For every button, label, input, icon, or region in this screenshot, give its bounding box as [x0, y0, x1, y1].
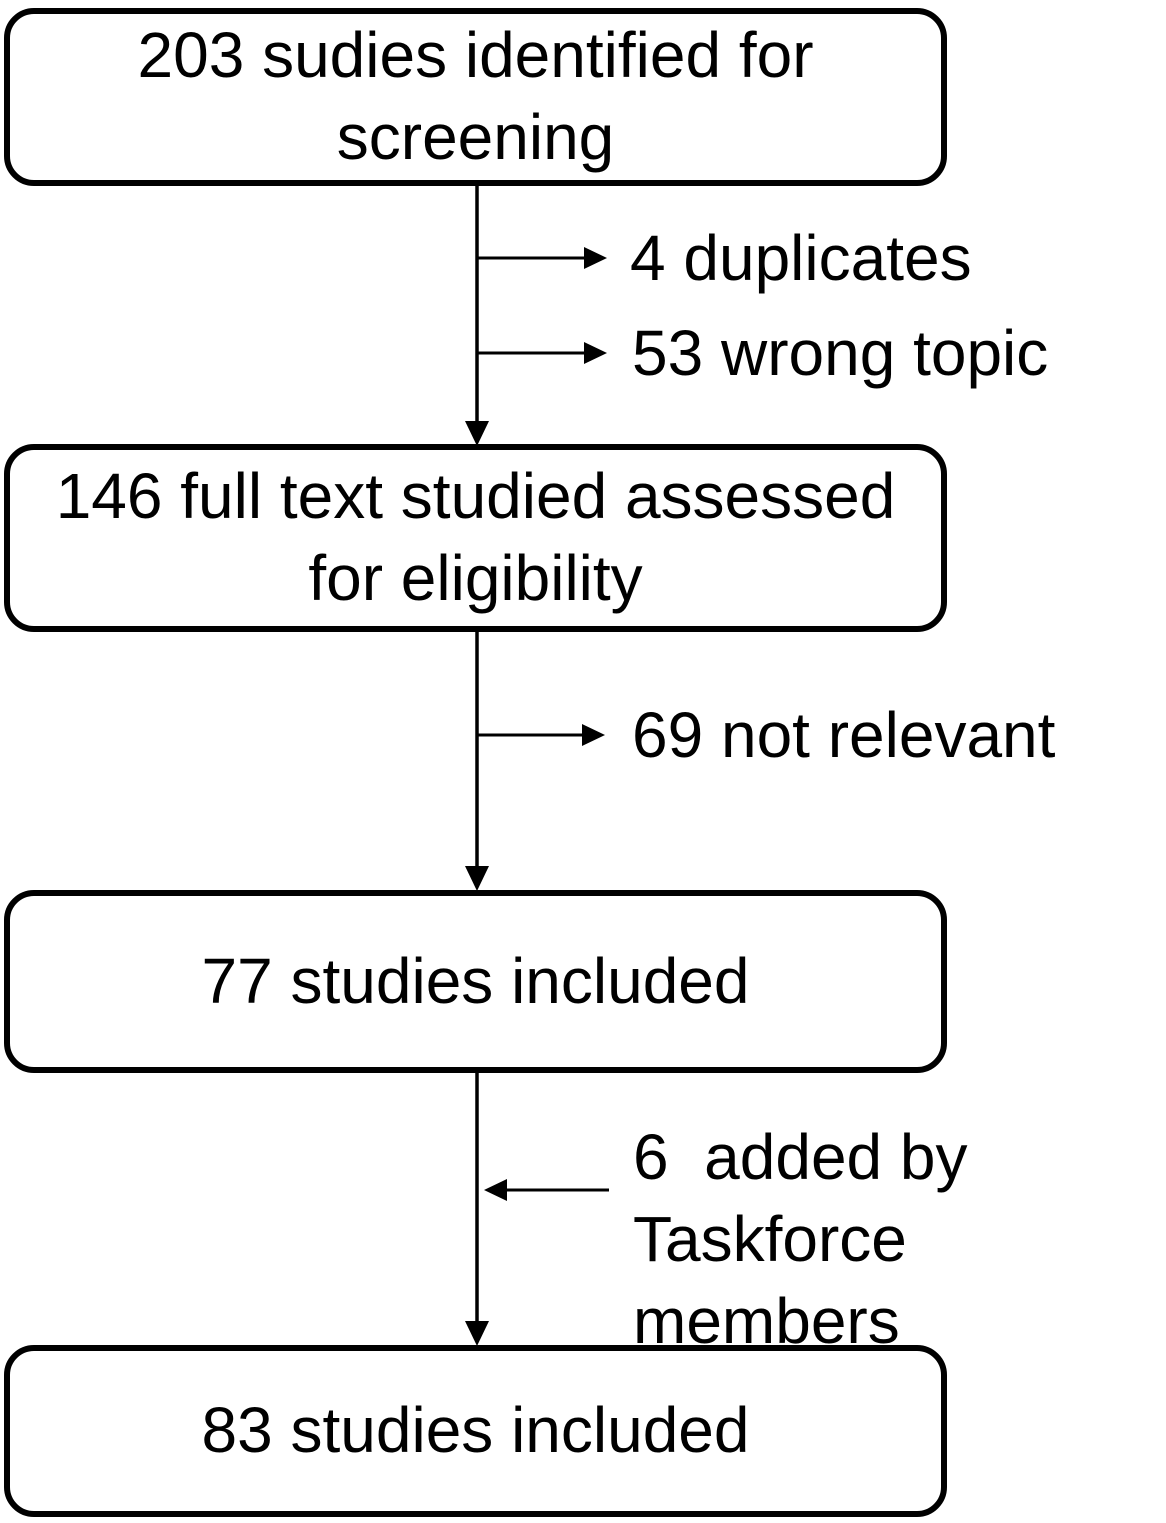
branch-arrow-wrong-topic: [477, 342, 607, 364]
flow-box-studies-included-83: 83 studies included: [4, 1345, 947, 1517]
arrow-included-to-final: [465, 1073, 489, 1346]
flow-box-studies-included-77: 77 studies included: [4, 890, 947, 1073]
branch-arrow-added-taskforce: [484, 1179, 609, 1201]
flow-box-fulltext-assessed: 146 full text studied assessed for eligi…: [4, 444, 947, 632]
side-label-added-taskforce: 6 added by Taskforce members: [633, 1121, 968, 1357]
arrow-screening-to-fulltext: [465, 186, 489, 446]
arrow-fulltext-to-included: [465, 632, 489, 891]
flow-box-fulltext-assessed-label: 146 full text studied assessed for eligi…: [55, 460, 896, 614]
branch-arrow-duplicates: [477, 247, 607, 269]
flow-box-studies-included-83-label: 83 studies included: [201, 1394, 750, 1467]
branch-arrow-not-relevant: [477, 724, 605, 746]
flow-box-screening-label: 203 sudies identified for screening: [137, 19, 814, 173]
side-label-not-relevant: 69 not relevant: [632, 699, 1056, 771]
flow-box-screening: 203 sudies identified for screening: [4, 8, 947, 186]
side-label-wrong-topic: 53 wrong topic: [632, 317, 1049, 389]
flow-box-studies-included-77-label: 77 studies included: [201, 944, 750, 1017]
side-label-duplicates: 4 duplicates: [630, 222, 972, 294]
